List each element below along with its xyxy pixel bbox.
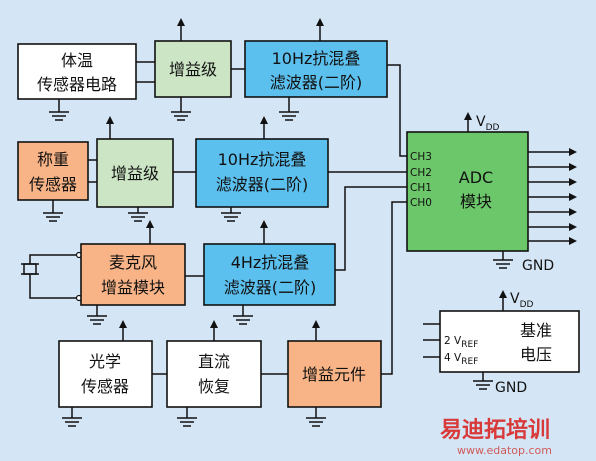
adc-module: CH3 CH2 CH1 CH0 ADC 模块 VDD GND — [406, 112, 577, 274]
ref-vdd-label: VDD — [510, 291, 534, 310]
gain-element-label: 增益元件 — [302, 365, 366, 384]
adc-vdd-label: VDD — [476, 114, 500, 133]
adc-pin-ch2: CH2 — [410, 167, 432, 179]
filter-4hz-block — [203, 243, 336, 306]
body-temp-circuit-block — [17, 43, 137, 100]
row-body-temperature: 体温 传感器电路 增益级 10Hz抗混叠 滤波器(二阶) — [17, 18, 407, 157]
filter-10hz-2-line2: 滤波器(二阶) — [216, 175, 309, 194]
optical-line2: 传感器 — [81, 377, 129, 396]
microphone-symbol — [21, 251, 83, 302]
load-sensor-block — [17, 141, 89, 201]
gain-stage-2-block — [96, 138, 174, 208]
filter-4hz-line1: 4Hz抗混叠 — [231, 253, 310, 272]
reference-line2: 电压 — [520, 345, 552, 364]
filter-4hz-line2: 滤波器(二阶) — [224, 278, 317, 297]
ref-pin-2vref: 2 VREF — [444, 335, 478, 350]
adc-pin-ch1: CH1 — [410, 182, 432, 194]
ref-gnd-label: GND — [495, 380, 527, 396]
optical-sensor-block — [58, 340, 153, 408]
row-microphone: 麦克风 增益模块 4Hz抗混叠 滤波器(二阶) — [21, 186, 407, 325]
adc-output-arrows — [528, 148, 577, 245]
reference-line1: 基准 — [520, 321, 552, 340]
gain-element-block — [287, 340, 382, 408]
gain-stage-1-block — [154, 40, 232, 98]
row-load-sensor: 称重 传感器 增益级 10Hz抗混叠 滤波器(二阶) — [17, 116, 407, 222]
reference-block — [439, 310, 580, 373]
watermark: 易迪拓培训 www.edatop.com — [440, 417, 552, 457]
load-sensor-line1: 称重 — [37, 150, 69, 169]
mic-gain-module-block — [80, 243, 186, 306]
body-temp-line1: 体温 — [61, 51, 93, 70]
body-temp-line2: 传感器电路 — [37, 75, 117, 94]
adc-label-line2: 模块 — [460, 192, 492, 211]
filter-10hz-2-line1: 10Hz抗混叠 — [218, 150, 307, 169]
load-sensor-line2: 传感器 — [29, 175, 77, 194]
reference-module: 2 VREF 4 VREF 基准 电压 VDD GND — [423, 290, 580, 396]
filter-10hz-1-line1: 10Hz抗混叠 — [272, 49, 361, 68]
dc-restore-line1: 直流 — [198, 352, 230, 371]
gain-stage-1-label: 增益级 — [169, 60, 217, 79]
optical-line1: 光学 — [89, 352, 121, 371]
adc-pin-ch0: CH0 — [410, 197, 432, 209]
row-optical: 光学 传感器 直流 恢复 增益元件 — [58, 201, 407, 427]
filter-10hz-1-block — [244, 40, 388, 98]
adc-label-line1: ADC — [459, 168, 493, 187]
adc-pin-ch3: CH3 — [410, 151, 432, 163]
gain-stage-2-label: 增益级 — [111, 164, 159, 183]
ref-pin-4vref: 4 VREF — [444, 352, 478, 367]
dc-restore-block — [166, 340, 262, 408]
filter-10hz-1-line2: 滤波器(二阶) — [270, 73, 363, 92]
filter-10hz-2-block — [195, 138, 329, 208]
watermark-url: www.edatop.com — [457, 444, 552, 457]
mic-gain-line2: 增益模块 — [101, 278, 165, 297]
adc-block — [406, 131, 529, 252]
watermark-logo-text: 易迪拓培训 — [440, 417, 550, 443]
adc-gnd-label: GND — [522, 258, 554, 274]
mic-gain-line1: 麦克风 — [109, 253, 157, 272]
dc-restore-line2: 恢复 — [198, 377, 230, 396]
